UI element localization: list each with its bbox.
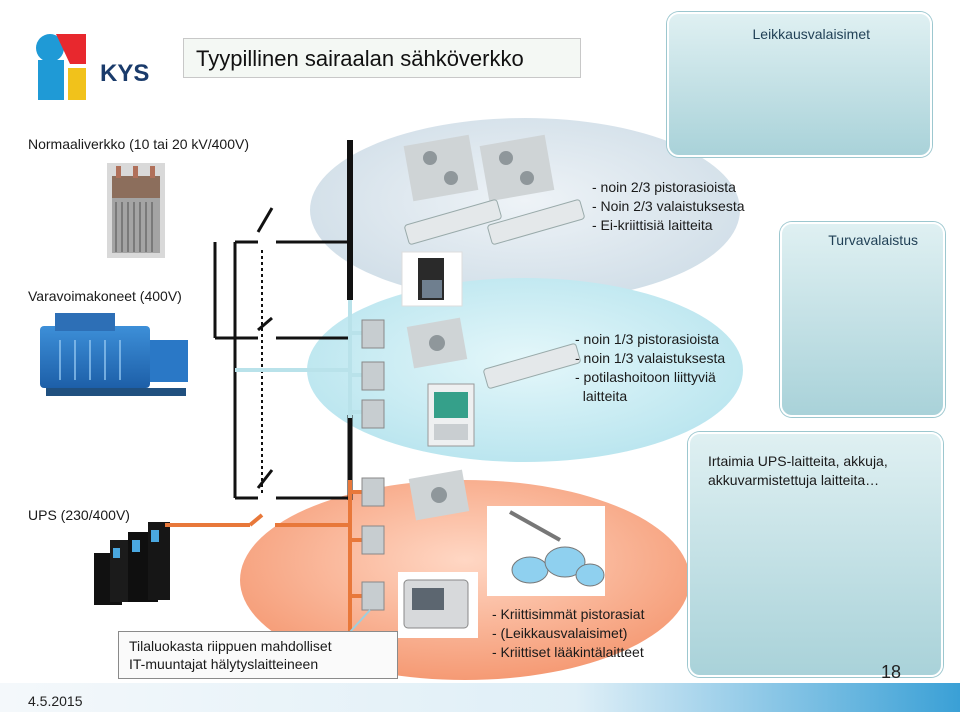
callout-line: IT-muuntajat hälytyslaitteineen	[129, 656, 319, 672]
ups-items-title: Irtaimia UPS-laitteita, akkuja, akkuvarm…	[708, 452, 888, 490]
surgical-lamp-icon	[487, 506, 605, 596]
ceiling-light-icon	[483, 343, 581, 389]
page-number: 18	[881, 662, 902, 682]
patient-monitor-icon	[398, 572, 478, 638]
footer-bar	[0, 683, 960, 712]
middle-zone-lines	[235, 300, 372, 418]
surgical-lights-title: Leikkausvalaisimet	[752, 26, 871, 42]
transformer-icon	[107, 163, 165, 258]
zone-bottom-line: - Kriittiset lääkintälaitteet	[492, 644, 644, 660]
socket-icon	[408, 469, 470, 521]
ups-items-line: Irtaimia UPS-laitteita, akkuja,	[708, 453, 888, 469]
zone-top-line: - Noin 2/3 valaistuksesta	[592, 198, 745, 214]
zone-middle-line: - noin 1/3 valaistuksesta	[575, 350, 726, 366]
zone-top-line: - Ei-kriittisiä laitteita	[592, 217, 713, 233]
generator-icon	[40, 313, 188, 396]
slide-date: 4.5.2015	[28, 693, 83, 709]
kys-logo: KYS	[30, 24, 170, 108]
zone-middle-line: - potilashoitoon liittyviä	[575, 369, 716, 385]
safety-lighting-panel: Turvavalaistus	[780, 222, 945, 417]
zone-bottom-text: - Kriittisimmät pistorasiat - (Leikkausv…	[492, 605, 644, 662]
ceiling-light-icon	[404, 199, 585, 245]
surgical-lights-panel: Leikkausvalaisimet	[667, 12, 932, 157]
zone-bottom-line: - (Leikkausvalaisimet)	[492, 625, 628, 641]
logo-cross-icon	[36, 34, 88, 100]
backup-feed-lines	[213, 242, 350, 340]
callout-line: Tilaluokasta riippuen mahdolliset	[129, 638, 332, 654]
coffee-maker-icon	[401, 251, 463, 307]
title-box: Tyypillinen sairaalan sähköverkko	[183, 38, 581, 78]
logo-text: KYS	[100, 60, 150, 87]
safety-lighting-title: Turvavalaistus	[828, 232, 918, 248]
it-transformer-callout: Tilaluokasta riippuen mahdolliset IT-muu…	[118, 631, 398, 679]
page-title: Tyypillinen sairaalan sähköverkko	[196, 46, 524, 71]
it-transformer-box-icon	[361, 319, 385, 611]
callout-arrow	[349, 609, 371, 633]
zone-middle-text: - noin 1/3 pistorasioista - noin 1/3 val…	[575, 330, 725, 406]
ups-items-line: akkuvarmistettuja laitteita…	[708, 472, 880, 488]
zone-top-line: - noin 2/3 pistorasioista	[592, 179, 736, 195]
normal-source-label: Normaaliverkko (10 tai 20 kV/400V)	[28, 136, 249, 152]
socket-icon	[403, 134, 555, 202]
ups-items-panel: Irtaimia UPS-laitteita, akkuja, akkuvarm…	[688, 432, 943, 677]
zone-middle-line: laitteita	[575, 388, 628, 404]
ups-source-label: UPS (230/400V)	[28, 507, 130, 523]
zone-bottom-line: - Kriittisimmät pistorasiat	[492, 606, 645, 622]
washer-disinfector-icon	[427, 383, 475, 447]
socket-icon	[406, 317, 468, 369]
ups-feed-lines	[165, 480, 372, 610]
backup-source-label: Varavoimakoneet (400V)	[28, 288, 182, 304]
zone-middle-line: - noin 1/3 pistorasioista	[575, 331, 719, 347]
zone-top-text: - noin 2/3 pistorasioista - Noin 2/3 val…	[592, 178, 745, 235]
ups-cabinet-icon	[94, 522, 170, 605]
